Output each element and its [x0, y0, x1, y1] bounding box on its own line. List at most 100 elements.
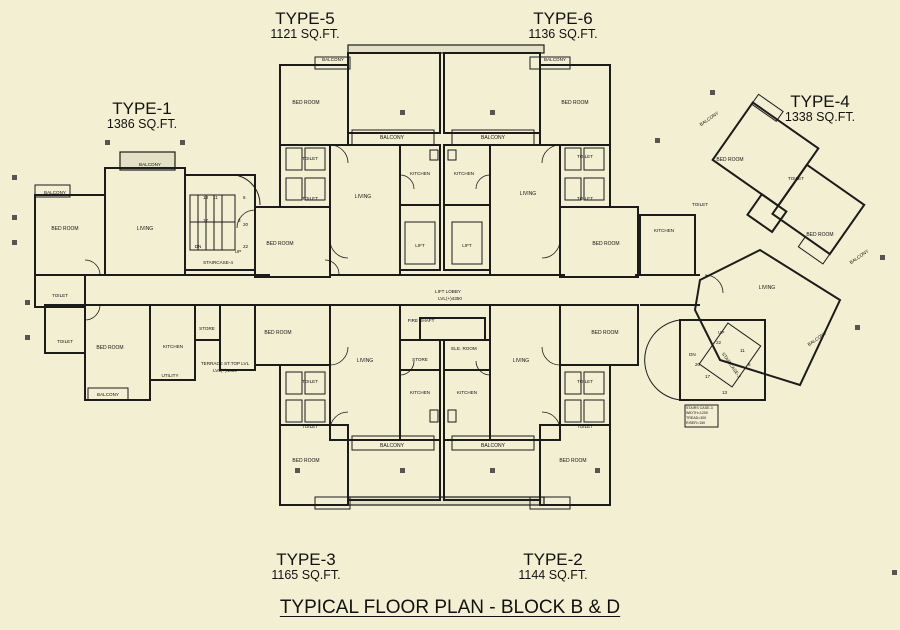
- type3-bedroom-label: BED ROOM: [292, 458, 319, 464]
- staircase4-step-17: 17: [203, 218, 209, 223]
- type2-balcony-label: BALCONY: [481, 443, 506, 449]
- type3-kitchen-label: KITCHEN: [410, 390, 430, 395]
- type3-toilet-label: TOILET: [302, 379, 318, 384]
- type2-kitchen-label: KITCHEN: [457, 390, 477, 395]
- type4-kitchen-label: KITCHEN: [654, 228, 674, 233]
- staircase3-step-20: 20: [695, 362, 701, 367]
- ele-room-label: ELE. ROOM: [451, 346, 477, 351]
- type4-name: TYPE-4: [790, 92, 850, 111]
- type4-toilet2-label: TOILET: [692, 202, 708, 207]
- type1-kitchen-label: KITCHEN: [163, 344, 183, 349]
- type3-living-label: LIVING: [357, 358, 374, 364]
- lift-lobby-level-label: LVL(+)4350: [438, 296, 462, 301]
- structural-columns: [12, 90, 897, 575]
- type3-store-label: STORE: [412, 357, 428, 362]
- type1-living-label: LIVING: [137, 226, 154, 232]
- type1-bedroom2-label: BED ROOM: [96, 345, 123, 351]
- type2-area: 1144 SQ.FT.: [518, 567, 588, 582]
- type5-living-label: LIVING: [355, 194, 372, 200]
- type5-bedroom-label: BED ROOM: [292, 100, 319, 106]
- stair-note-line4: RISER=150: [686, 421, 705, 425]
- unit-type5-plan: BED ROOM BALCONY BALCONY LIVING KITCHEN …: [254, 44, 545, 278]
- type4-toilet-label: TOILET: [788, 176, 804, 181]
- type1-name: TYPE-1: [112, 99, 172, 118]
- type6-label: TYPE-6 1136 SQ.FT.: [518, 10, 608, 41]
- staircase4-step-20: 20: [243, 222, 249, 227]
- staircase3-step-11: 11: [740, 348, 745, 353]
- type4-balcony-bottom-label: BALCONY: [807, 330, 828, 347]
- type5-kitchen-label: KITCHEN: [410, 171, 430, 176]
- unit-type6-plan: BED ROOM BALCONY BALCONY LIVING KITCHEN …: [443, 52, 639, 278]
- type3-balcony-label: BALCONY: [380, 443, 405, 449]
- staircase4-step-22: 22: [243, 244, 249, 249]
- type6-balcony-label: BALCONY: [481, 135, 506, 141]
- stair-note-line1: STAIRS CASE-3: [686, 406, 713, 410]
- terrace-top-label: TERRACE ST.TOP LVL: [201, 361, 250, 366]
- type3-area: 1165 SQ.FT.: [271, 567, 341, 582]
- unit-type4-plan: BED ROOM BED ROOM BALCONY BALCONY BALCON…: [639, 93, 870, 428]
- type2-label: TYPE-2 1144 SQ.FT.: [503, 551, 603, 582]
- staircase4-dn-label: DN: [195, 244, 202, 249]
- type5-toilet-label: TOILET: [302, 156, 318, 161]
- type1-area: 1386 SQ.FT.: [106, 116, 178, 131]
- plan-title: TYPICAL FLOOR PLAN - BLOCK B & D: [279, 597, 621, 618]
- lift-lobby-label: LIFT LOBBY: [435, 289, 461, 294]
- type2-toilet-label: TOILET: [577, 379, 593, 384]
- type1-toilet-label: TOILET: [52, 293, 68, 298]
- type1-balcony-label: BALCONY: [139, 162, 161, 167]
- type4-label: TYPE-4 1338 SQ.FT.: [770, 93, 870, 124]
- type5-bedroom2-label: BED ROOM: [266, 241, 293, 247]
- type5-toilet2-label: TOILET: [302, 196, 318, 201]
- type6-toilet2-label: TOILET: [577, 196, 593, 201]
- type5-name: TYPE-5: [275, 9, 335, 28]
- type5-lift-label: LIFT: [415, 243, 425, 248]
- unit-type2-plan: BED ROOM BALCONY LIVING KITCHEN BED ROOM…: [408, 289, 639, 510]
- type6-name: TYPE-6: [533, 9, 593, 28]
- type5-label: TYPE-5 1121 SQ.FT.: [260, 10, 350, 41]
- staircase4-step-13: 13: [203, 195, 209, 200]
- staircase3-step-17: 17: [705, 374, 711, 379]
- type1-bedroom-label: BED ROOM: [51, 226, 78, 232]
- staircase4-step-3: 3: [238, 218, 241, 223]
- type3-toilet2-label: TOILET: [302, 424, 318, 429]
- staircase3-step-22: 22: [716, 340, 722, 345]
- type1-balcony-top-label: BALCONY: [44, 190, 66, 195]
- type6-kitchen-label: KITCHEN: [454, 171, 474, 176]
- type3-name: TYPE-3: [276, 550, 336, 569]
- fire-shaft-label: FIRE SHAFT: [408, 318, 435, 323]
- type6-toilet-label: TOILET: [577, 154, 593, 159]
- type4-bedroom2-label: BED ROOM: [806, 232, 833, 238]
- type3-label: TYPE-3 1165 SQ.FT.: [256, 551, 356, 582]
- type2-bedroom2-label: BED ROOM: [591, 330, 618, 336]
- stair-note-line2: WIDTH=1200: [686, 411, 708, 415]
- unit-type1-plan: BED ROOM BALCONY BALCONY LIVING TOILET T…: [34, 151, 261, 401]
- type1-label: TYPE-1 1386 SQ.FT.: [92, 100, 192, 131]
- type2-name: TYPE-2: [523, 550, 583, 569]
- staircase3-up-label: UP: [718, 330, 724, 335]
- staircase4-up-label: UP: [235, 249, 241, 254]
- type6-bedroom-label: BED ROOM: [561, 100, 588, 106]
- type2-living-label: LIVING: [513, 358, 530, 364]
- staircase3-step-13: 13: [722, 390, 728, 395]
- type4-balcony-right-label: BALCONY: [849, 248, 870, 265]
- type4-living-label: LIVING: [759, 285, 776, 291]
- type2-bedroom-label: BED ROOM: [559, 458, 586, 464]
- staircase3-dn-label: DN: [689, 352, 696, 357]
- terrace-level-label: LVL(+)4000: [213, 368, 237, 373]
- type6-balcony-top-label: BALCONY: [544, 57, 566, 62]
- stair-note-line3: TREAD=300: [686, 416, 706, 420]
- type6-area: 1136 SQ.FT.: [528, 26, 598, 41]
- type1-store-label: STORE: [199, 326, 215, 331]
- type4-bedroom-label: BED ROOM: [716, 157, 743, 163]
- type6-living-label: LIVING: [520, 191, 537, 197]
- staircase4-step-6: 6: [243, 195, 246, 200]
- staircase4-step-11: 11: [213, 195, 218, 200]
- type4-area: 1338 SQ.FT.: [784, 109, 856, 124]
- stair-note-box: STAIRS CASE-3 WIDTH=1200 TREAD=300 RISER…: [686, 406, 713, 425]
- type4-balcony-top-label: BALCONY: [699, 110, 720, 127]
- type5-balcony-label: BALCONY: [380, 135, 405, 141]
- type6-bedroom2-label: BED ROOM: [592, 241, 619, 247]
- unit-type3-plan: BED ROOM BALCONY LIVING KITCHEN STORE BE…: [254, 304, 545, 510]
- type1-utility-label: UTILITY: [161, 373, 178, 378]
